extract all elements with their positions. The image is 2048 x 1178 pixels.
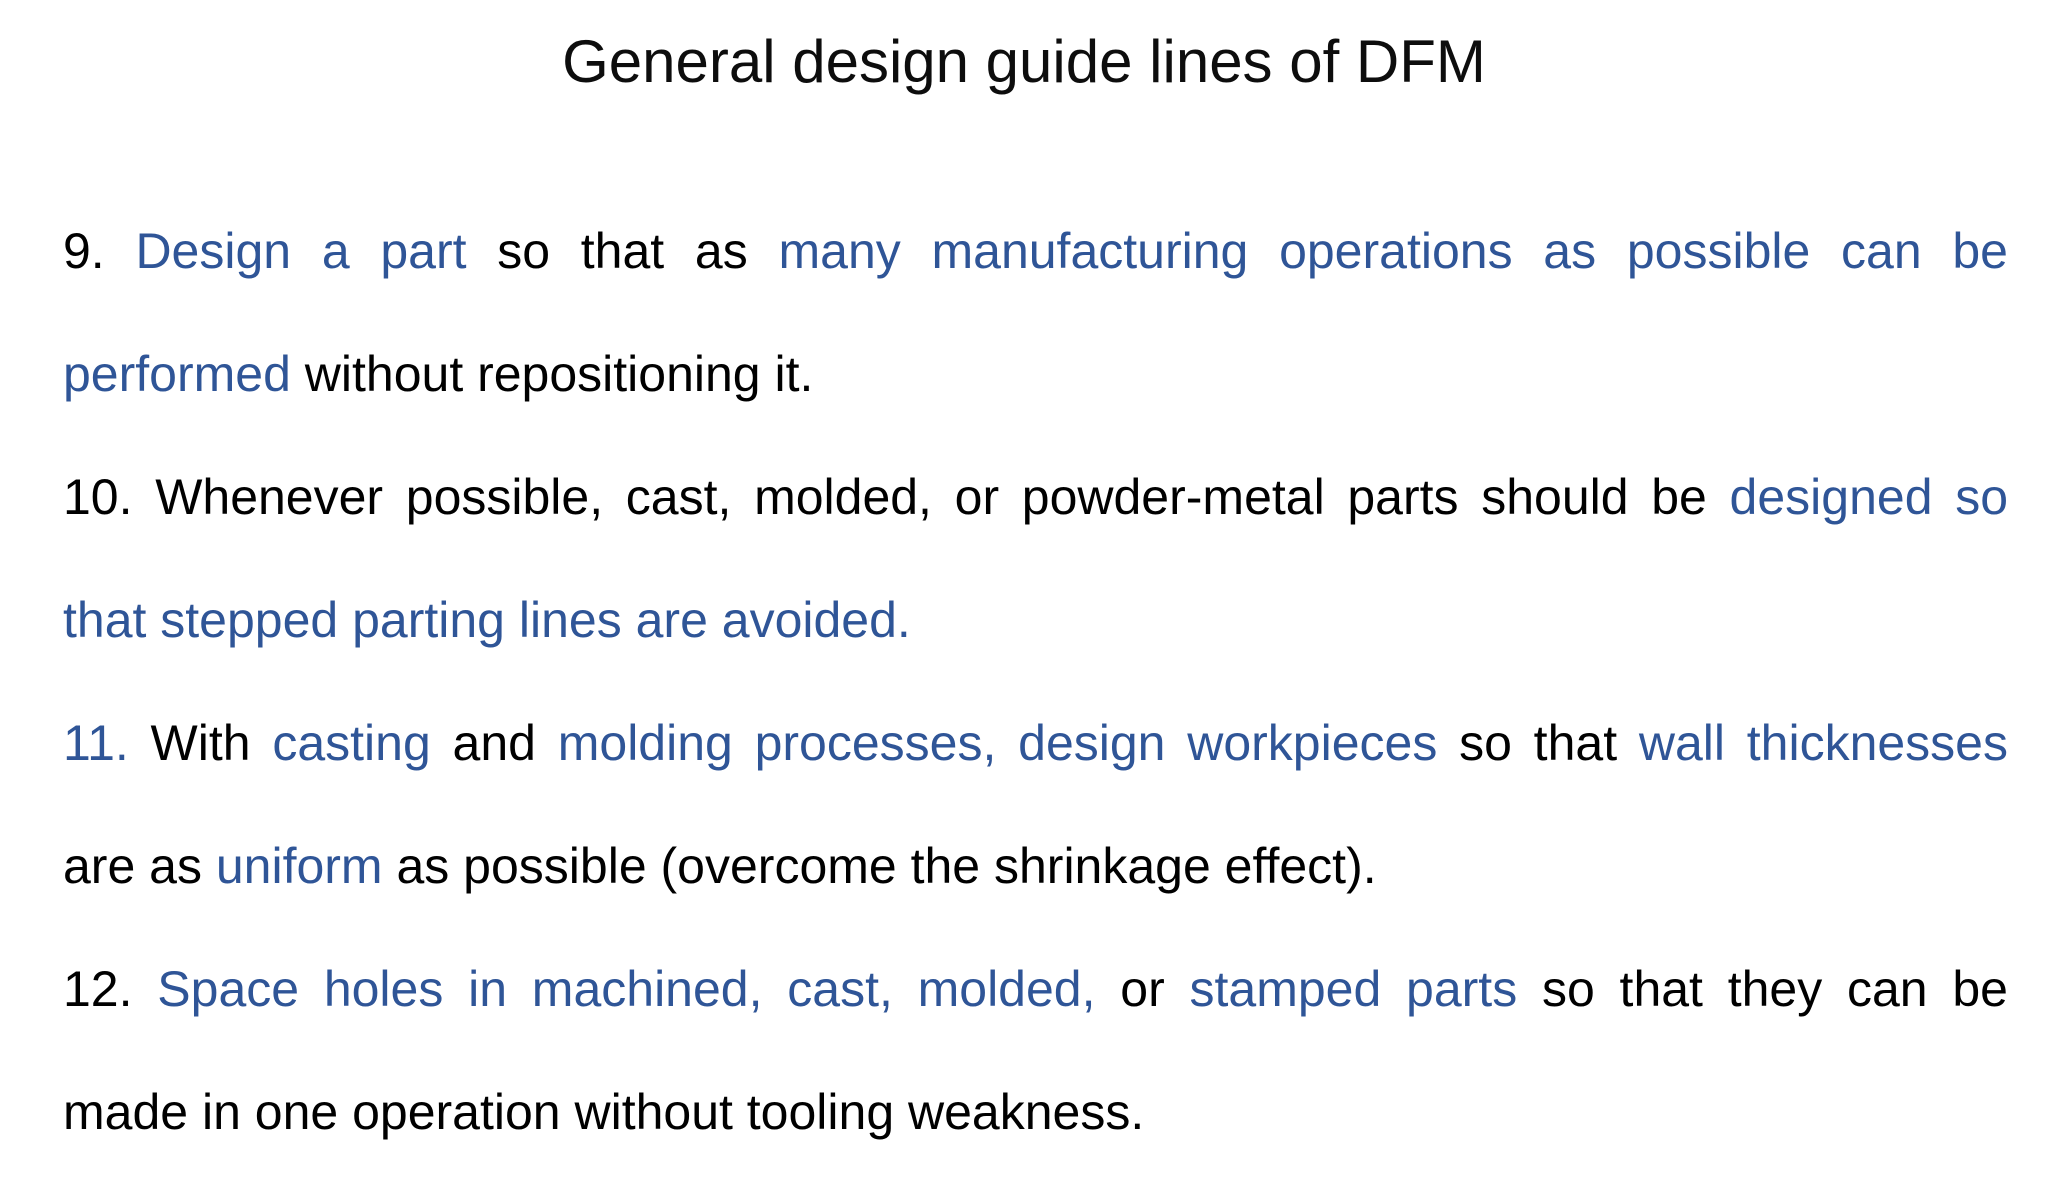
guideline-item-11: 11. With casting and molding processes, … bbox=[63, 682, 2008, 928]
highlighted-text: many manufacturing operations as possibl… bbox=[778, 223, 2008, 279]
highlighted-text: uniform bbox=[215, 838, 383, 894]
guideline-item-10: 10. Whenever possible, cast, molded, or … bbox=[63, 436, 2008, 682]
text-line: 11. With casting and molding processes, … bbox=[63, 682, 2008, 805]
body-text: 9. bbox=[63, 223, 136, 279]
page-title: General design guide lines of DFM bbox=[562, 28, 1486, 95]
highlighted-text: molding processes, design workpieces bbox=[557, 715, 1438, 771]
guideline-item-12: 12. Space holes in machined, cast, molde… bbox=[63, 928, 2008, 1174]
highlighted-text: Space holes in machined, cast, molded, bbox=[157, 961, 1096, 1017]
highlighted-text: 11. bbox=[63, 715, 129, 771]
text-line: 10. Whenever possible, cast, molded, or … bbox=[63, 436, 2008, 559]
body-text: without repositioning it. bbox=[290, 346, 814, 402]
body-text: as possible (overcome the shrinkage effe… bbox=[382, 838, 1377, 894]
body-text: so that as bbox=[466, 223, 779, 279]
body-text: so that they can be bbox=[1517, 961, 2008, 1017]
body-text: or bbox=[1095, 961, 1190, 1017]
highlighted-text: wall thicknesses bbox=[1638, 715, 2008, 771]
text-line: 12. Space holes in machined, cast, molde… bbox=[63, 928, 2008, 1051]
text-line: that stepped parting lines are avoided. bbox=[63, 559, 2008, 682]
text-line: are as uniform as possible (overcome the… bbox=[63, 805, 2008, 928]
highlighted-text: performed bbox=[63, 346, 291, 402]
body-text: and bbox=[430, 715, 558, 771]
body-text: so that bbox=[1437, 715, 1639, 771]
body-text: With bbox=[128, 715, 273, 771]
highlighted-text: casting bbox=[272, 715, 431, 771]
highlighted-text: designed so bbox=[1729, 469, 2008, 525]
content: 9. Design a part so that as many manufac… bbox=[63, 190, 2008, 1174]
body-text: made in one operation without tooling we… bbox=[63, 1084, 1145, 1140]
text-line: made in one operation without tooling we… bbox=[63, 1051, 2008, 1174]
text-line: 9. Design a part so that as many manufac… bbox=[63, 190, 2008, 313]
highlighted-text: stamped parts bbox=[1189, 961, 1518, 1017]
body-text: are as bbox=[63, 838, 216, 894]
guideline-item-9: 9. Design a part so that as many manufac… bbox=[63, 190, 2008, 436]
body-text: 12. bbox=[63, 961, 158, 1017]
body-text: 10. Whenever possible, cast, molded, or … bbox=[63, 469, 1730, 525]
highlighted-text: that stepped parting lines are avoided. bbox=[63, 592, 911, 648]
text-line: performed without repositioning it. bbox=[63, 313, 2008, 436]
highlighted-text: Design a part bbox=[135, 223, 467, 279]
